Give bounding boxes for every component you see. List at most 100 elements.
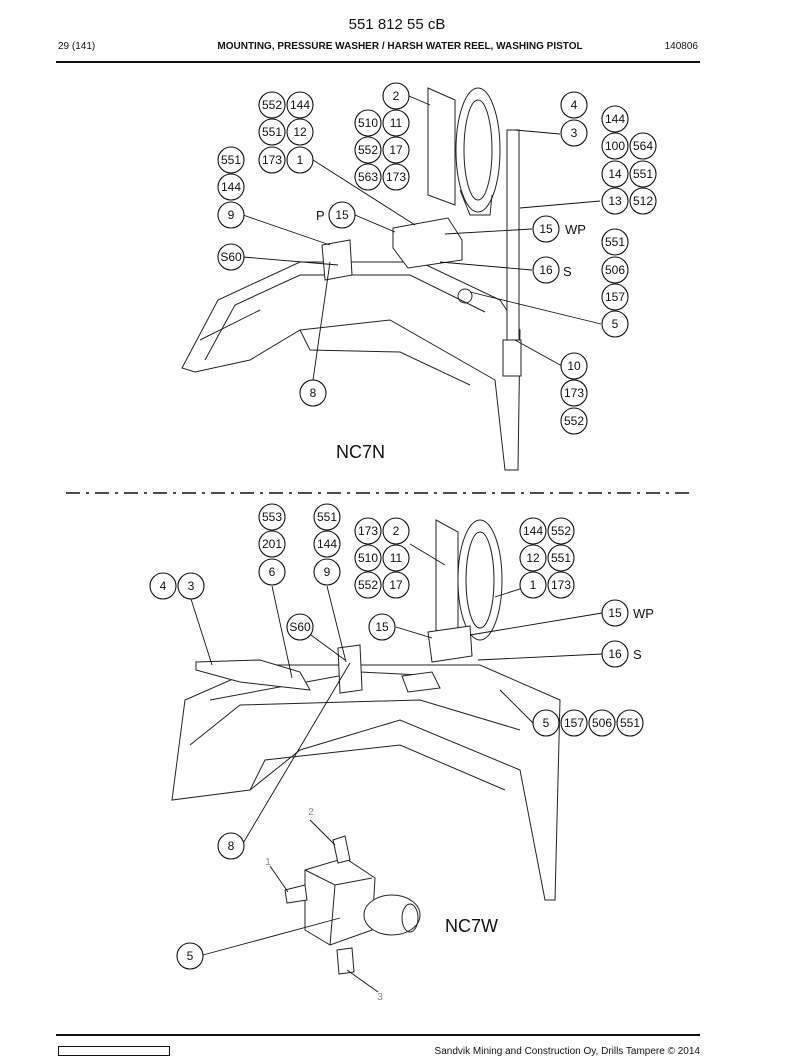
svg-text:564: 564 bbox=[633, 139, 653, 153]
svg-text:551: 551 bbox=[605, 235, 625, 249]
company-logo bbox=[58, 1046, 170, 1056]
svg-text:14: 14 bbox=[608, 167, 622, 181]
svg-text:506: 506 bbox=[592, 716, 612, 730]
callout-552: 552 bbox=[354, 136, 382, 164]
svg-text:3: 3 bbox=[188, 579, 195, 593]
callout-11: 11 bbox=[382, 544, 410, 572]
svg-text:1: 1 bbox=[530, 578, 537, 592]
svg-text:12: 12 bbox=[293, 125, 307, 139]
header-rule bbox=[56, 61, 700, 63]
svg-text:157: 157 bbox=[605, 290, 625, 304]
svg-text:15: 15 bbox=[375, 620, 389, 634]
copyright-text: Sandvik Mining and Construction Oy, Dril… bbox=[434, 1046, 700, 1057]
callout-506: 506 bbox=[588, 709, 616, 737]
svg-text:173: 173 bbox=[358, 524, 378, 538]
svg-text:552: 552 bbox=[358, 143, 378, 157]
svg-text:100: 100 bbox=[605, 139, 625, 153]
model-label-nc7w: NC7W bbox=[445, 916, 498, 936]
callout-552: 552 bbox=[354, 571, 382, 599]
upper-leader-lines bbox=[242, 95, 602, 381]
svg-text:15: 15 bbox=[608, 606, 622, 620]
label-WP: WP bbox=[565, 222, 586, 237]
callout-10: 10 bbox=[560, 352, 588, 380]
label-S: S bbox=[633, 647, 642, 662]
upper-text-labels: P WP S NC7N bbox=[316, 208, 586, 462]
svg-text:551: 551 bbox=[633, 167, 653, 181]
callout-9: 9 bbox=[217, 201, 245, 229]
svg-text:201: 201 bbox=[262, 537, 282, 551]
svg-text:563: 563 bbox=[358, 170, 378, 184]
label-P: P bbox=[316, 208, 325, 223]
svg-text:2: 2 bbox=[393, 524, 400, 538]
svg-text:157: 157 bbox=[564, 716, 584, 730]
callout-100: 100 bbox=[601, 132, 629, 160]
callout-4: 4 bbox=[560, 91, 588, 119]
svg-text:3: 3 bbox=[571, 126, 578, 140]
svg-text:4: 4 bbox=[160, 579, 167, 593]
callout-551: 551 bbox=[217, 146, 245, 174]
svg-text:12: 12 bbox=[526, 551, 540, 565]
svg-text:144: 144 bbox=[290, 98, 310, 112]
callout-173: 173 bbox=[547, 571, 575, 599]
callout-144: 144 bbox=[313, 530, 341, 558]
svg-text:551: 551 bbox=[317, 510, 337, 524]
svg-text:9: 9 bbox=[324, 565, 331, 579]
callout-144: 144 bbox=[286, 91, 314, 119]
callout-8: 8 bbox=[217, 832, 245, 860]
svg-text:144: 144 bbox=[317, 537, 337, 551]
callout-6: 6 bbox=[258, 558, 286, 586]
callout-551: 551 bbox=[313, 503, 341, 531]
callout-551: 551 bbox=[601, 228, 629, 256]
callout-11: 11 bbox=[382, 109, 410, 137]
svg-text:17: 17 bbox=[389, 143, 403, 157]
svg-text:9: 9 bbox=[228, 208, 235, 222]
callout-512: 512 bbox=[629, 187, 657, 215]
callout-15: 15 bbox=[328, 201, 356, 229]
svg-text:6: 6 bbox=[269, 565, 276, 579]
footer-rule bbox=[56, 1034, 700, 1036]
svg-text:173: 173 bbox=[564, 386, 584, 400]
callout-157: 157 bbox=[601, 283, 629, 311]
svg-text:173: 173 bbox=[386, 170, 406, 184]
svg-text:552: 552 bbox=[358, 578, 378, 592]
callout-5: 5 bbox=[176, 942, 204, 970]
svg-text:4: 4 bbox=[571, 98, 578, 112]
lower-assembly-drawing bbox=[171, 519, 561, 901]
lower-text-labels: WP S 1 2 3 NC7W bbox=[265, 606, 654, 1003]
callout-144: 144 bbox=[601, 105, 629, 133]
svg-text:13: 13 bbox=[608, 194, 622, 208]
callout-15: 15 bbox=[532, 215, 560, 243]
svg-text:11: 11 bbox=[390, 116, 403, 130]
port-number-3: 3 bbox=[377, 992, 383, 1003]
svg-text:551: 551 bbox=[262, 125, 282, 139]
callout-16: 16 bbox=[532, 256, 560, 284]
callout-8: 8 bbox=[299, 379, 327, 407]
svg-text:144: 144 bbox=[221, 180, 241, 194]
callout-173: 173 bbox=[354, 517, 382, 545]
svg-text:144: 144 bbox=[523, 524, 543, 538]
callout-564: 564 bbox=[629, 132, 657, 160]
svg-text:S60: S60 bbox=[220, 250, 242, 264]
lower-callouts: 553 551 201 144 6 9 173 2 510 11 552 17 … bbox=[149, 503, 644, 970]
callout-552: 552 bbox=[547, 517, 575, 545]
callout-551: 551 bbox=[547, 544, 575, 572]
callout-1: 1 bbox=[286, 146, 314, 174]
model-label-nc7n: NC7N bbox=[336, 442, 385, 462]
callout-17: 17 bbox=[382, 571, 410, 599]
callout-551: 551 bbox=[629, 160, 657, 188]
callout-173: 173 bbox=[560, 379, 588, 407]
callout-552: 552 bbox=[560, 407, 588, 435]
callout-510: 510 bbox=[354, 544, 382, 572]
callout-551: 551 bbox=[616, 709, 644, 737]
svg-text:11: 11 bbox=[390, 551, 403, 565]
callout-16: 16 bbox=[601, 640, 629, 668]
callout-144: 144 bbox=[217, 173, 245, 201]
svg-text:551: 551 bbox=[221, 153, 241, 167]
svg-text:506: 506 bbox=[605, 263, 625, 277]
svg-text:173: 173 bbox=[551, 578, 571, 592]
callout-S60: S60 bbox=[217, 243, 245, 271]
callout-551: 551 bbox=[258, 118, 286, 146]
callout-510: 510 bbox=[354, 109, 382, 137]
callout-15: 15 bbox=[601, 599, 629, 627]
